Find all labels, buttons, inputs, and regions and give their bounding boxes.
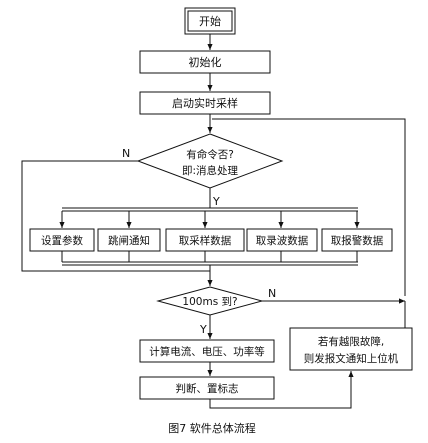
handler-label-3: 取录波数据 bbox=[256, 234, 309, 247]
fault-report-line1: 若有越限故障, bbox=[318, 335, 384, 348]
fault-report-line2: 则发报文通知上位机 bbox=[304, 352, 399, 365]
start-sampling-box bbox=[139, 91, 271, 115]
label-n1: N bbox=[122, 147, 130, 160]
handler-label-1: 跳闸通知 bbox=[108, 234, 150, 247]
handler-label-0: 设置参数 bbox=[41, 234, 83, 247]
judge-box bbox=[139, 376, 275, 400]
decision-command-line1: 有命令否? bbox=[186, 148, 234, 161]
decision-command bbox=[136, 133, 284, 189]
fault-report-box bbox=[289, 327, 413, 371]
handler-label-2: 取采样数据 bbox=[179, 234, 232, 247]
figure-caption: 图7 软件总体流程 bbox=[168, 421, 256, 435]
calc-label: 计算电流、电压、功率等 bbox=[149, 345, 265, 358]
calc-box bbox=[139, 339, 275, 363]
decision-command-line2: 即:消息处理 bbox=[182, 164, 239, 177]
label-n2: N bbox=[268, 287, 276, 300]
init-label: 初始化 bbox=[189, 55, 222, 69]
judge-label: 判断、置标志 bbox=[176, 382, 239, 395]
label-y2: Y bbox=[199, 323, 207, 336]
handler-label-4: 取报警数据 bbox=[331, 234, 384, 247]
label-y1: Y bbox=[212, 195, 220, 208]
start-label: 开始 bbox=[199, 14, 221, 28]
decision-100ms-label: 100ms 到? bbox=[182, 296, 237, 308]
init-box bbox=[139, 50, 271, 74]
start-sampling-label: 启动实时采样 bbox=[172, 96, 238, 110]
handler-waveform-data bbox=[246, 228, 318, 252]
